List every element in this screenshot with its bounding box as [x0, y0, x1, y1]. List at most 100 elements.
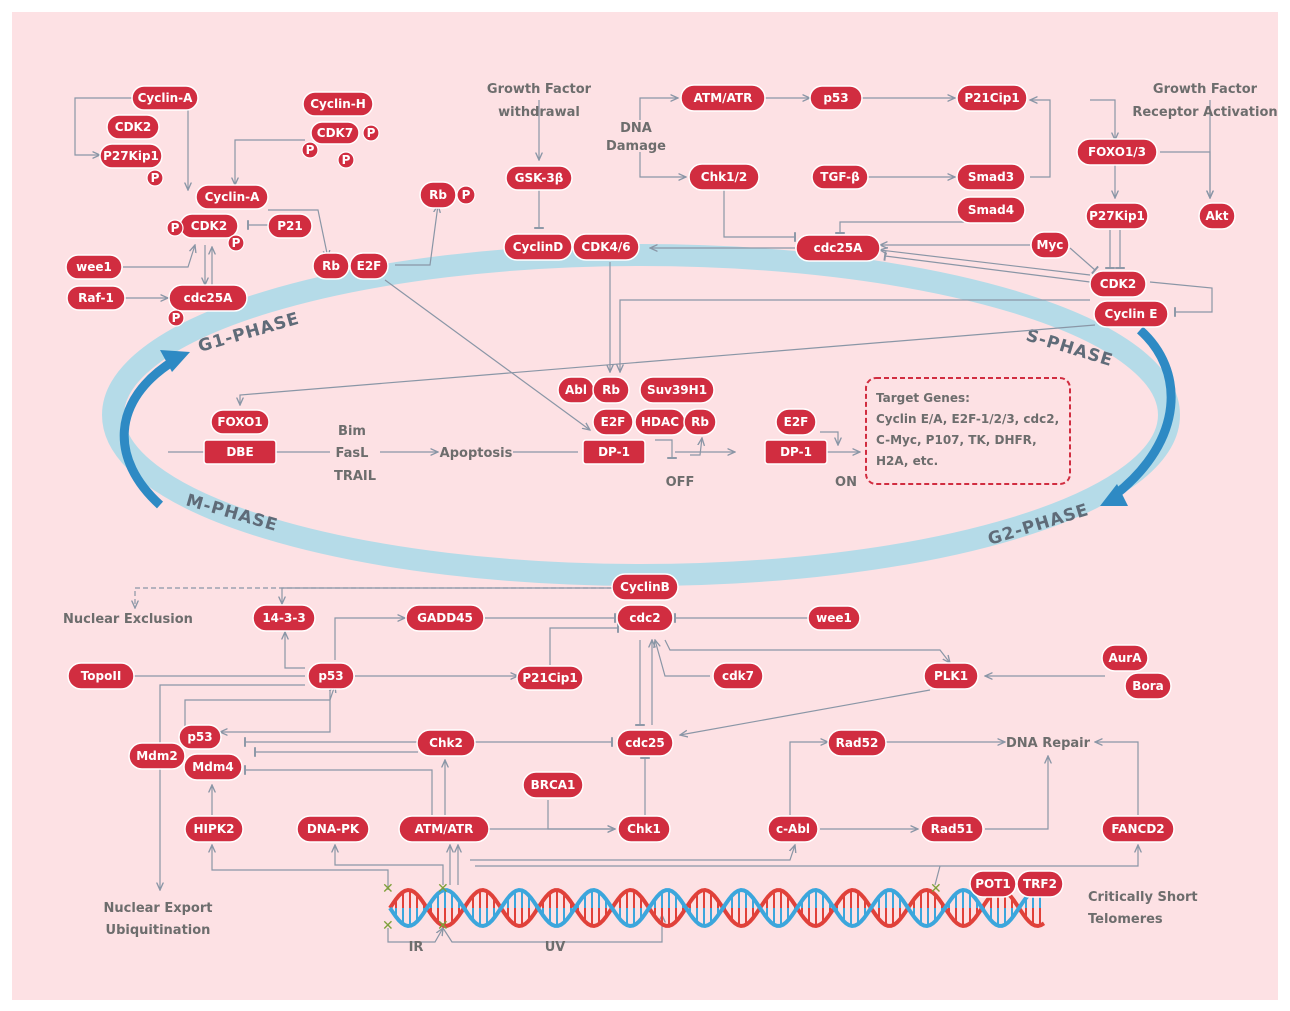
gf-receptor-label: Receptor Activation [1132, 105, 1277, 120]
node-label: Cyclin-A [205, 190, 260, 204]
node-label: CyclinD [513, 240, 564, 254]
node-label: p53 [318, 669, 343, 683]
node-chk1: Chk1 [617, 815, 671, 843]
node-raf1: Raf-1 [66, 285, 126, 311]
node-wee1-top: wee1 [65, 254, 123, 280]
node-p27-top: P27Kip1 [99, 143, 163, 169]
node-dp1-center: DP-1 [582, 439, 646, 465]
node-trf2: TRF2 [1016, 870, 1064, 898]
node-shape [66, 285, 126, 311]
node-label: Suv39H1 [647, 383, 707, 397]
node-shape [312, 252, 350, 280]
node-shape [956, 163, 1026, 191]
node-shape [168, 284, 248, 312]
node-shape [811, 164, 869, 190]
node-cyclin-h: Cyclin-H [302, 91, 374, 117]
plain-labels: Growth Factor withdrawal DNA Damage Grow… [63, 82, 1278, 955]
node-label: DBE [226, 445, 253, 459]
node-shape [680, 84, 766, 112]
node-mdm4: Mdm4 [183, 753, 243, 781]
node-label: cdk7 [722, 669, 754, 683]
phosphate-shape [456, 185, 476, 205]
node-p27-right: P27Kip1 [1085, 202, 1149, 230]
node-atm-atr-bottom: ATM/ATR [398, 815, 490, 843]
node-shape [639, 376, 715, 404]
node-label: POT1 [975, 877, 1011, 891]
node-cyclin-a-top: Cyclin-A [131, 85, 199, 111]
dna-damage-label: Damage [606, 139, 666, 154]
node-shape [1030, 231, 1070, 259]
node-cdk2-top: CDK2 [106, 114, 160, 140]
growth-factor-withdrawal-label: Growth Factor [487, 82, 592, 97]
node-hipk2: HIPK2 [184, 815, 244, 843]
node-shape [522, 771, 584, 799]
node-gadd45: GADD45 [405, 604, 485, 632]
target-genes-line: Cyclin E/A, E2F-1/2/3, cdc2, [876, 412, 1059, 426]
node-rad52: Rad52 [827, 729, 887, 757]
node-shape [195, 184, 269, 210]
node-shape [310, 121, 360, 145]
node-label: Raf-1 [78, 291, 114, 305]
node-shape [67, 662, 135, 690]
phosphate-badge: P [146, 169, 164, 187]
node-hdac: HDAC [634, 408, 686, 436]
node-label: Bora [1132, 679, 1163, 693]
node-rb-hdac: Rb [683, 408, 717, 436]
phosphate-shape [167, 309, 185, 327]
damage-marks: ✕ ✕ ✕ ✕ ✕ [382, 881, 942, 934]
node-shape [503, 233, 573, 261]
node-chk12: Chk1/2 [688, 163, 760, 191]
node-label: CDK2 [115, 120, 151, 134]
node-label: FOXO1/3 [1088, 145, 1146, 159]
damage-x-icon: ✕ [930, 881, 942, 897]
node-shape [349, 252, 389, 280]
node-topoii: TopoII [67, 662, 135, 690]
node-bora: Bora [1124, 672, 1172, 700]
node-shape [616, 604, 674, 632]
phosphate-shape [362, 124, 380, 142]
node-shape [516, 665, 584, 691]
node-p21-bottom: P21Cip1 [516, 665, 584, 691]
apoptosis-label: Apoptosis [440, 446, 513, 461]
node-cycline: Cyclin E [1093, 300, 1169, 328]
node-shape [128, 742, 186, 770]
node-label: Cyclin-A [138, 91, 193, 105]
node-label: Myc [1037, 238, 1064, 252]
node-shape [617, 815, 671, 843]
node-myc: Myc [1030, 231, 1070, 259]
edges-middle [168, 431, 860, 459]
node-label: p53 [187, 730, 212, 744]
node-shape [1089, 270, 1147, 298]
g2-arrowhead-icon [1100, 484, 1128, 506]
node-label: Akt [1205, 209, 1228, 223]
g1-arrowhead-icon [160, 350, 190, 372]
edges-lower [111, 587, 1138, 943]
node-shape [572, 233, 640, 261]
node-smad3: Smad3 [956, 163, 1026, 191]
ubiquitination-label: Ubiquitination [106, 923, 211, 938]
node-shape [923, 662, 979, 690]
node-label: AurA [1108, 651, 1142, 665]
trail-label: TRAIL [334, 469, 376, 484]
node-e2f-center: E2F [592, 408, 634, 436]
phosphate-label: P [232, 236, 241, 250]
node-shape [178, 724, 222, 750]
node-shape [267, 213, 313, 239]
node-shape [307, 662, 355, 690]
node-label: P21Cip1 [964, 91, 1019, 105]
fasl-label: FasL [336, 446, 369, 461]
node-abl: Abl [557, 376, 595, 404]
node-label: Cyclin-H [310, 97, 366, 111]
nuclear-export-label: Nuclear Export [104, 901, 213, 916]
node-rb-left: Rb [312, 252, 350, 280]
node-label: Cyclin E [1105, 307, 1158, 321]
node-label: CDK7 [317, 126, 353, 140]
phosphate-badge: P [337, 151, 355, 169]
node-label: CDK2 [191, 219, 227, 233]
phosphate-badge: P [166, 219, 184, 237]
node-e2f-left: E2F [349, 252, 389, 280]
node-cdk7-top: CDK7 [310, 121, 360, 145]
node-shape [616, 729, 674, 757]
node-mdm2: Mdm2 [128, 742, 186, 770]
